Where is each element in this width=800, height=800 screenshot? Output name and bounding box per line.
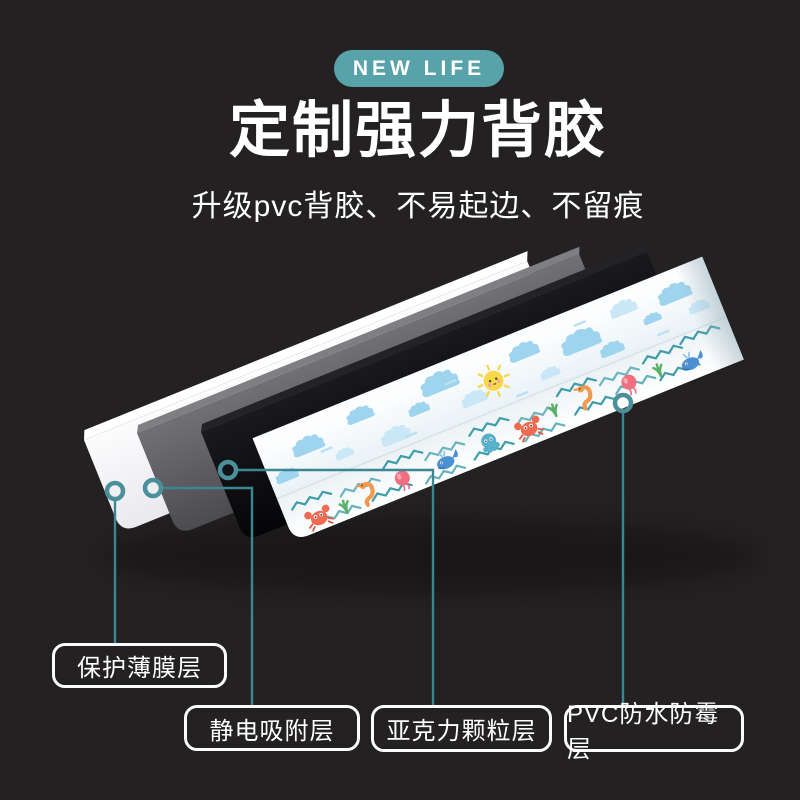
page-subtitle: 升级pvc背胶、不易起边、不留痕 — [191, 190, 645, 223]
callout-rings — [104, 392, 634, 502]
label-acrylic-particle: 亚克力颗粒层 — [371, 705, 552, 752]
label-electrostatic-adsorption: 静电吸附层 — [184, 705, 360, 751]
strip-pvc-printed — [252, 256, 744, 542]
page-title: 定制强力背胶 — [228, 96, 607, 164]
callout-lines — [113, 413, 625, 708]
callout-ring-electrostatic — [142, 477, 164, 499]
ground-shadow — [100, 518, 760, 594]
callout-ring-acrylic — [217, 459, 239, 481]
callout-ring-pvc — [612, 392, 634, 414]
new-life-badge: NEW LIFE — [334, 50, 504, 87]
callout-ring-protective-film — [104, 480, 126, 502]
label-protective-film: 保护薄膜层 — [52, 643, 227, 688]
label-pvc-waterproof-mildewproof: PVC防水防霉层 — [564, 701, 744, 763]
